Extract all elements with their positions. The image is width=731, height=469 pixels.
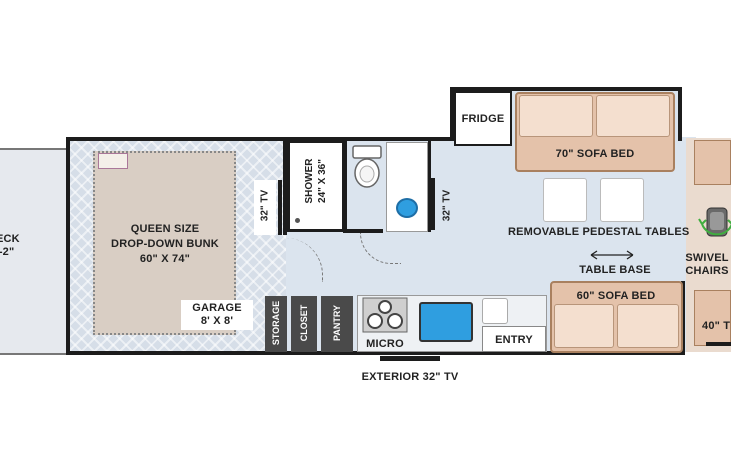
- wall-top-left: [66, 137, 452, 141]
- storage-cabinet: [265, 296, 287, 352]
- closet-cabinet: [291, 296, 317, 352]
- storage-label: STORAGE: [271, 300, 281, 346]
- stovetop-icon: [362, 297, 408, 333]
- sofa-60-back-right: [617, 304, 679, 348]
- cab-seat-bottom: [694, 290, 731, 346]
- toilet-icon: [352, 145, 382, 188]
- wall-front-bottom: [681, 281, 685, 355]
- sofa-70-label: 70" SOFA BED: [555, 148, 635, 160]
- bathroom-sink-icon: [396, 198, 418, 218]
- tv-mid-label: 32" TV: [441, 189, 453, 222]
- wall-bath-left: [343, 140, 347, 232]
- wall-slide-top: [450, 87, 682, 91]
- wall-slide-right: [678, 87, 682, 141]
- shower-drain: [295, 218, 300, 223]
- kitchen-sink-icon: [419, 302, 473, 342]
- pedestal-tables-label: REMOVABLE PEDESTAL TABLES: [508, 226, 690, 238]
- swivel-chair-icon: [698, 207, 731, 237]
- bunk-outlet: [98, 153, 128, 169]
- entry-step: [482, 298, 508, 324]
- sofa-70-back-right: [596, 95, 670, 137]
- table-base-label: TABLE BASE: [579, 264, 651, 276]
- shower: [287, 140, 345, 232]
- exterior-tv-label: EXTERIOR 32" TV: [361, 371, 459, 383]
- sofa-70-back-left: [519, 95, 593, 137]
- tv-left-screen: [278, 180, 282, 235]
- rear-deck: [0, 148, 68, 355]
- pantry-label: PANTRY: [332, 305, 342, 341]
- wall-rear: [66, 137, 70, 355]
- tv-left-panel: [254, 180, 276, 235]
- swivel-chairs-label: SWIVEL CHAIRS: [685, 252, 729, 277]
- garage-label-box: [181, 300, 253, 330]
- micro-label: MICRO: [366, 338, 404, 350]
- sofa-60-back-left: [554, 304, 614, 348]
- sofa-60-label: 60" SOFA BED: [576, 290, 656, 302]
- fridge: [454, 91, 512, 146]
- tv-left-label: 32" TV: [259, 189, 271, 222]
- shower-label: SHOWER 24" X 36": [304, 158, 328, 204]
- entry-door: [482, 326, 546, 352]
- closet-label: CLOSET: [299, 304, 309, 342]
- tv-40-screen: [706, 342, 731, 346]
- entry-label: ENTRY: [495, 334, 533, 346]
- wall-garage-partition: [283, 140, 287, 235]
- wall-bath-bottom: [343, 229, 383, 233]
- deck-label: ECK '-2": [0, 233, 20, 258]
- garage-label: GARAGE 8' X 8': [192, 302, 242, 327]
- cab-seat-top: [694, 140, 731, 185]
- wall-bottom: [66, 351, 681, 355]
- wall-slide-left: [450, 87, 454, 141]
- tv-mid-screen: [431, 178, 435, 230]
- bathroom-vanity: [386, 142, 428, 232]
- wall-bath-right: [428, 140, 431, 232]
- exterior-tv-screen: [380, 356, 440, 361]
- queen-bunk-label: QUEEN SIZE DROP-DOWN BUNK 60" X 74": [111, 223, 219, 265]
- tv-40-label: 40" T: [702, 320, 731, 332]
- fridge-label: FRIDGE: [461, 113, 505, 125]
- double-arrow-icon: [590, 250, 634, 260]
- pedestal-table-2: [600, 178, 644, 222]
- pedestal-table-1: [543, 178, 587, 222]
- pantry-cabinet: [321, 296, 353, 352]
